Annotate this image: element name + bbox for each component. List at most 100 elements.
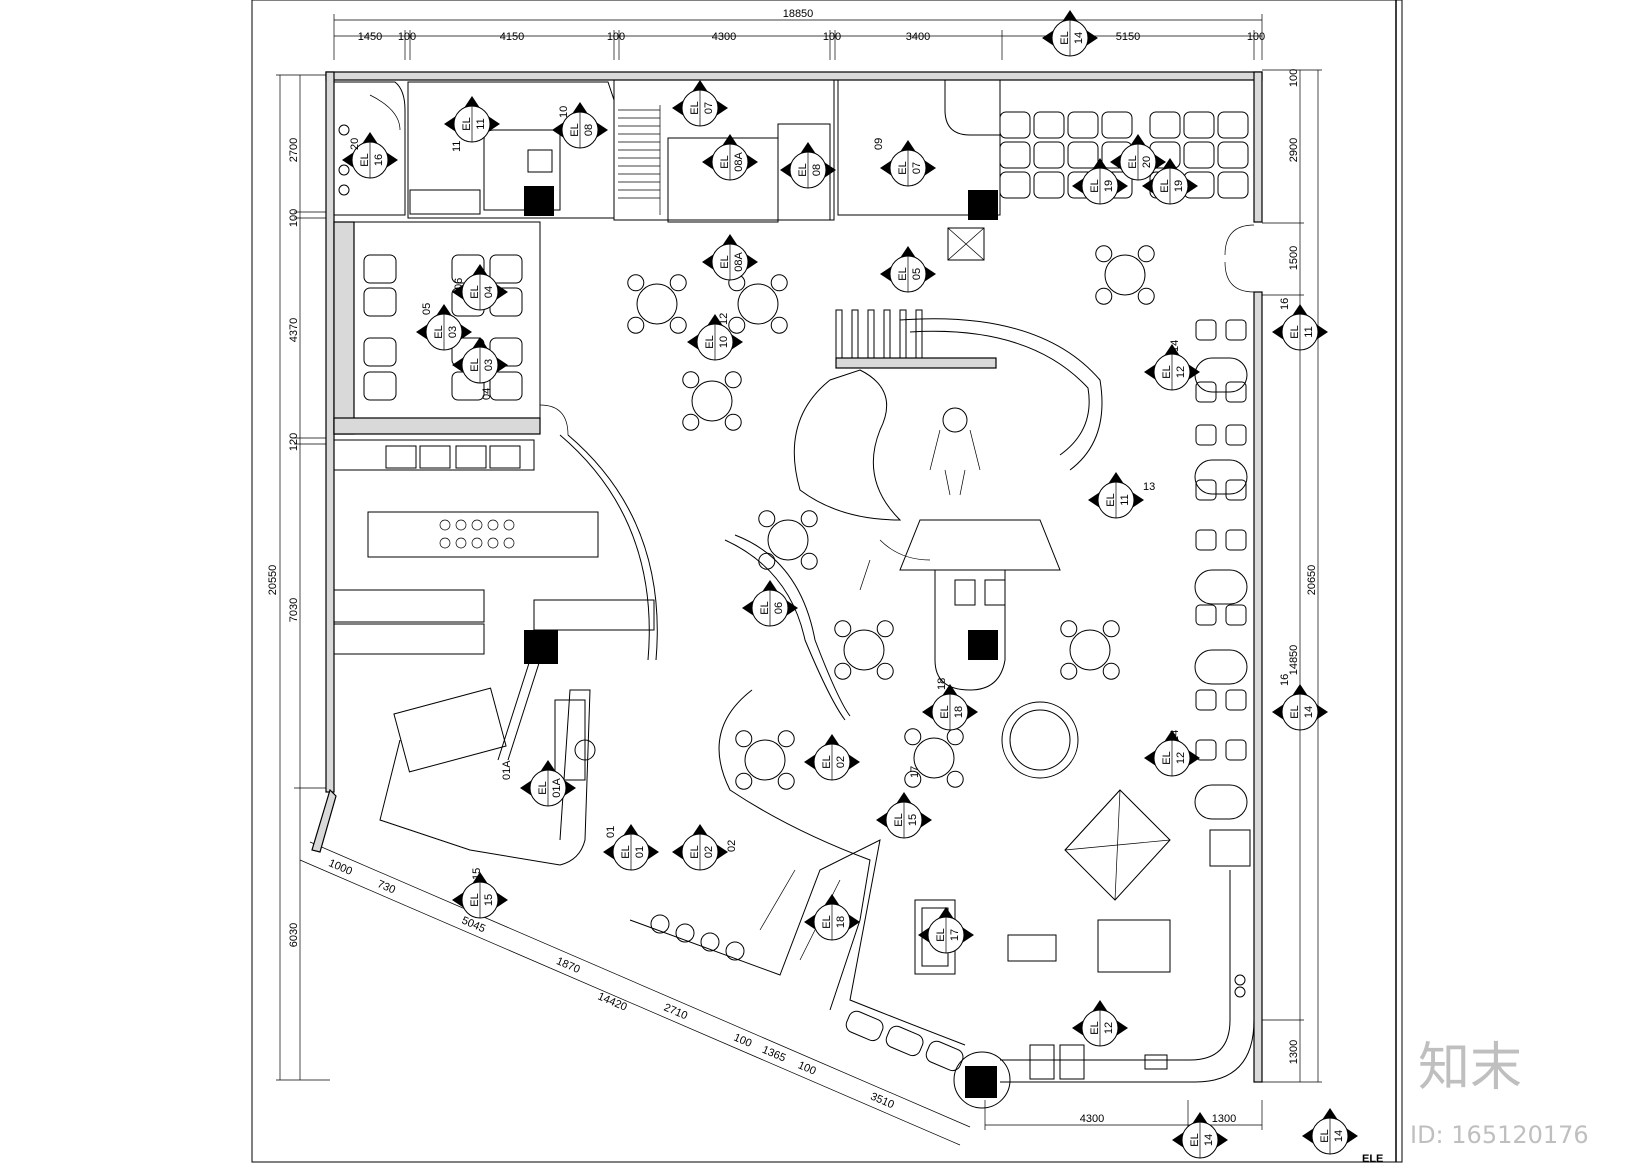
room-number-20: 20	[349, 138, 361, 150]
chair	[735, 772, 753, 790]
booth-chair	[1067, 111, 1099, 139]
elevation-code: EL	[1161, 751, 1173, 764]
elevation-code: EL	[1319, 1129, 1331, 1142]
dim-left-5: 7030	[288, 598, 300, 622]
booth-chair	[999, 141, 1031, 169]
booth-chair	[999, 111, 1031, 139]
stairwell	[613, 79, 835, 223]
dim-overall-width: 18850	[783, 8, 814, 20]
booth-chair	[1195, 689, 1217, 711]
chair	[904, 770, 922, 788]
elevation-code: EL	[1289, 325, 1301, 338]
elevation-number: 11	[1119, 494, 1131, 505]
dim-top-7: 3400	[906, 31, 930, 43]
room-number-18: 18	[936, 678, 948, 690]
chair	[1102, 662, 1120, 680]
dim-diag-7: 100	[732, 1032, 754, 1050]
elevation-number: 12	[1103, 1022, 1115, 1034]
dim-left-2: 100	[288, 209, 300, 227]
chair	[1137, 245, 1155, 263]
booth-seat	[363, 337, 397, 367]
dim-left-3: 4370	[288, 318, 300, 342]
chair	[1095, 245, 1113, 263]
room-number-02: 02	[726, 840, 738, 852]
dim-diag-5: 14420	[596, 991, 629, 1014]
dim-right-3: 1500	[1288, 246, 1300, 270]
chair	[724, 371, 742, 389]
elevation-code: EL	[469, 285, 481, 298]
room-number-04: 04	[481, 388, 493, 400]
elevation-code: EL	[1159, 179, 1171, 192]
dim-top-5: 4300	[712, 31, 736, 43]
diagonal-dimensions: 1000 730 5045 1870 14420 2710 100 1365 1…	[299, 841, 971, 1146]
room-number-17: 17	[909, 766, 921, 778]
elevation-code: EL	[620, 845, 632, 858]
elevation-code: EL	[897, 161, 909, 174]
booth-chair	[1183, 111, 1215, 139]
dim-top-1: 1450	[358, 31, 382, 43]
chair	[1060, 620, 1078, 638]
elevation-code: EL	[689, 101, 701, 114]
play-structure	[793, 309, 1103, 691]
dim-left-1: 2700	[288, 138, 300, 162]
dim-diag-9: 100	[796, 1059, 818, 1077]
booth-chair	[1195, 319, 1217, 341]
dim-top-6: 100	[823, 31, 841, 43]
chair	[946, 770, 964, 788]
dim-left-4: 120	[288, 433, 300, 451]
elevation-number: 08A	[733, 252, 745, 272]
elevation-number: 04	[483, 286, 495, 298]
chair	[735, 730, 753, 748]
chair	[800, 552, 818, 570]
curved-partitions	[629, 534, 966, 1072]
chair	[724, 413, 742, 431]
elevation-number: 01A	[551, 778, 563, 798]
dim-bottom-1: 4300	[1080, 1113, 1104, 1125]
elevation-code: EL	[569, 123, 581, 136]
chair	[834, 662, 852, 680]
booth-chair	[1195, 479, 1217, 501]
round-table	[904, 728, 964, 788]
round-table	[758, 510, 818, 570]
room-number-01: 01	[605, 826, 617, 838]
dim-right-4: 14850	[1288, 645, 1300, 676]
elevation-code: EL	[1289, 705, 1301, 718]
chair	[876, 620, 894, 638]
elevation-code: EL	[1189, 1133, 1201, 1146]
watermark-logo: 知末	[1418, 1038, 1522, 1098]
elevation-code: EL	[433, 325, 445, 338]
elevation-code: EL	[1161, 365, 1173, 378]
dim-right-2: 2900	[1288, 138, 1300, 162]
room-number-01a: 01A	[501, 760, 513, 780]
chair	[669, 316, 687, 334]
chair	[682, 371, 700, 389]
elevation-number: 11	[475, 118, 487, 129]
oval-booth-table	[1194, 569, 1248, 605]
dim-diag-8: 1365	[760, 1044, 787, 1065]
doors	[539, 224, 1255, 436]
private-dining-room	[837, 79, 1001, 261]
chair	[834, 620, 852, 638]
elevation-number: 03	[447, 326, 459, 338]
room-number-14-a: 14	[1169, 340, 1181, 352]
elevation-number: 18	[953, 706, 965, 718]
dim-diag-6: 2710	[662, 1002, 689, 1023]
booth-chair	[1225, 381, 1247, 403]
booth-chair	[1217, 171, 1249, 199]
room-number-16-a: 16	[1279, 298, 1291, 310]
booth-seat	[489, 254, 523, 284]
